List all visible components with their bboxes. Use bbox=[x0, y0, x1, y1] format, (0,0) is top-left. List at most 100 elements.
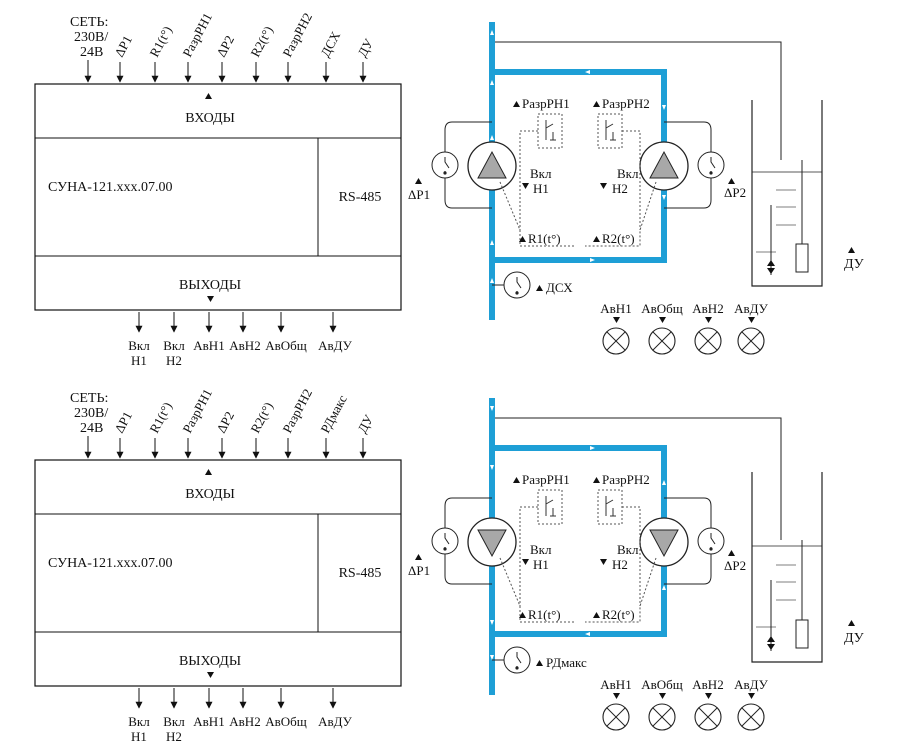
output-label: Н2 bbox=[166, 729, 182, 744]
razr-pump-2-label: РазрРН2 bbox=[602, 472, 650, 487]
output-label: АвН1 bbox=[193, 714, 224, 729]
output-signals: Вкл Н1 Вкл Н2 АвН1 АвН2 АвОбщ АвДУ bbox=[128, 688, 353, 744]
vkl-pump-2-label: Вкл bbox=[617, 542, 639, 557]
power-label-line1: СЕТЬ: bbox=[70, 15, 108, 30]
output-label: АвДУ bbox=[318, 338, 353, 353]
inputs-marker-icon bbox=[205, 93, 212, 99]
input-label: R1(t°) bbox=[146, 24, 175, 60]
input-label: РазрРН2 bbox=[279, 386, 315, 435]
vkl-pump-2-sublabel: Н2 bbox=[612, 557, 628, 572]
output-label: Н2 bbox=[166, 353, 182, 368]
power-label-line2: 230В/ bbox=[74, 406, 108, 421]
output-label: АвОбщ bbox=[265, 714, 307, 729]
tank bbox=[751, 472, 823, 663]
power-input: СЕТЬ: 230В/ 24В bbox=[70, 391, 108, 459]
tank bbox=[751, 100, 823, 287]
vkl-pump-1-label: Вкл bbox=[530, 542, 552, 557]
lamp-label: АвДУ bbox=[734, 677, 769, 692]
hydraulic-scheme: РазрРН1 РазрРН2 Вкл Н1 Вкл Н2 R1(t°) R2(… bbox=[408, 398, 864, 731]
lamp-label: АвОбщ bbox=[641, 301, 683, 316]
panel-top: ВХОДЫ СУНА-121.xxx.07.00 RS-485 ВЫХОДЫ С… bbox=[34, 10, 864, 368]
sensor-label: ДСХ bbox=[546, 280, 573, 295]
lamp-label: АвОбщ bbox=[641, 677, 683, 692]
alarm-lamps: АвН1 АвОбщ АвН2 АвДУ bbox=[600, 301, 769, 355]
input-label: ДУ bbox=[354, 412, 376, 436]
panel-bottom: ВХОДЫ СУНА-121.xxx.07.00 RS-485 ВЫХОДЫ С… bbox=[34, 386, 864, 744]
razr-pump-2-label: РазрРН2 bbox=[602, 96, 650, 111]
input-signals: ΔP1 R1(t°) РазрРН1 ΔP2 R2(t°) РазрРН2 ДС… bbox=[111, 10, 377, 83]
input-label: R2(t°) bbox=[247, 400, 276, 436]
input-label: ДУ bbox=[354, 36, 376, 60]
power-label-line3: 24В bbox=[80, 421, 103, 436]
vkl-pump-1-label: Вкл bbox=[530, 166, 552, 181]
starter-2-icon bbox=[597, 113, 623, 149]
dp2-label: ΔP2 bbox=[724, 558, 746, 573]
outputs-marker-icon bbox=[207, 672, 214, 678]
output-label: АвН2 bbox=[229, 714, 260, 729]
outputs-label: ВЫХОДЫ bbox=[179, 654, 241, 669]
output-label: Вкл bbox=[128, 338, 150, 353]
input-label: РазрРН1 bbox=[179, 10, 215, 59]
controller-model: СУНА-121.xxx.07.00 bbox=[48, 180, 172, 195]
power-label-line1: СЕТЬ: bbox=[70, 391, 108, 406]
dp1-label: ΔP1 bbox=[408, 563, 430, 578]
r2-label: R2(t°) bbox=[602, 231, 635, 246]
controller-model: СУНА-121.xxx.07.00 bbox=[48, 556, 172, 571]
inputs-label: ВХОДЫ bbox=[185, 487, 235, 502]
pressure-switch-2-icon bbox=[697, 527, 725, 555]
input-label: ΔP2 bbox=[213, 33, 237, 60]
input-signals: ΔP1 R1(t°) РазрРН1 ΔP2 R2(t°) РазрРН2 РД… bbox=[111, 386, 377, 459]
power-label-line3: 24В bbox=[80, 45, 103, 60]
alarm-lamps: АвН1 АвОбщ АвН2 АвДУ bbox=[600, 677, 769, 731]
output-label: Вкл bbox=[163, 338, 185, 353]
input-label: ΔP2 bbox=[213, 409, 237, 436]
lamp-label: АвН2 bbox=[692, 301, 723, 316]
output-signals: Вкл Н1 Вкл Н2 АвН1 АвН2 АвОбщ АвДУ bbox=[128, 312, 353, 368]
output-label: Н1 bbox=[131, 353, 147, 368]
starter-1-icon bbox=[537, 113, 563, 149]
lamp-label: АвН2 bbox=[692, 677, 723, 692]
lamp-label: АвН1 bbox=[600, 301, 631, 316]
power-label-line2: 230В/ bbox=[74, 30, 108, 45]
max-pressure-sensor-icon bbox=[503, 646, 531, 674]
r2-label: R2(t°) bbox=[602, 607, 635, 622]
level-float-icon bbox=[795, 243, 809, 273]
lamp-label: АвН1 bbox=[600, 677, 631, 692]
input-label: ΔP1 bbox=[111, 409, 135, 436]
outputs-label: ВЫХОДЫ bbox=[179, 278, 241, 293]
pressure-switch-1-icon bbox=[431, 151, 459, 179]
razr-pump-1-label: РазрРН1 bbox=[522, 96, 570, 111]
dp2-label: ΔP2 bbox=[724, 185, 746, 200]
starter-1-icon bbox=[537, 489, 563, 525]
input-label: РДмакс bbox=[317, 392, 350, 435]
pressure-switch-2-icon bbox=[697, 151, 725, 179]
power-input: СЕТЬ: 230В/ 24В bbox=[70, 15, 108, 83]
output-label: АвН1 bbox=[193, 338, 224, 353]
inputs-label: ВХОДЫ bbox=[185, 111, 235, 126]
du-label: ДУ bbox=[844, 257, 864, 272]
vkl-pump-1-sublabel: Н1 bbox=[533, 557, 549, 572]
output-label: Вкл bbox=[128, 714, 150, 729]
input-label: R2(t°) bbox=[247, 24, 276, 60]
vkl-pump-1-sublabel: Н1 bbox=[533, 181, 549, 196]
input-label: ΔP1 bbox=[111, 33, 135, 60]
interface-label: RS-485 bbox=[339, 566, 382, 581]
inputs-marker-icon bbox=[205, 469, 212, 475]
vkl-pump-2-label: Вкл bbox=[617, 166, 639, 181]
pressure-switch-1-icon bbox=[431, 527, 459, 555]
input-label: ДСХ bbox=[317, 28, 343, 59]
hydraulic-scheme: РазрРН1 РазрРН2 Вкл Н1 Вкл Н2 R1(t°) R2(… bbox=[408, 22, 864, 355]
level-float-icon bbox=[795, 619, 809, 649]
razr-pump-1-label: РазрРН1 bbox=[522, 472, 570, 487]
outputs-marker-icon bbox=[207, 296, 214, 302]
output-label: АвН2 bbox=[229, 338, 260, 353]
starter-2-icon bbox=[597, 489, 623, 525]
input-label: R1(t°) bbox=[146, 400, 175, 436]
flow-sensor-icon bbox=[503, 271, 531, 299]
output-label: АвДУ bbox=[318, 714, 353, 729]
r1-label: R1(t°) bbox=[528, 231, 561, 246]
du-label: ДУ bbox=[844, 631, 864, 646]
interface-label: RS-485 bbox=[339, 190, 382, 205]
